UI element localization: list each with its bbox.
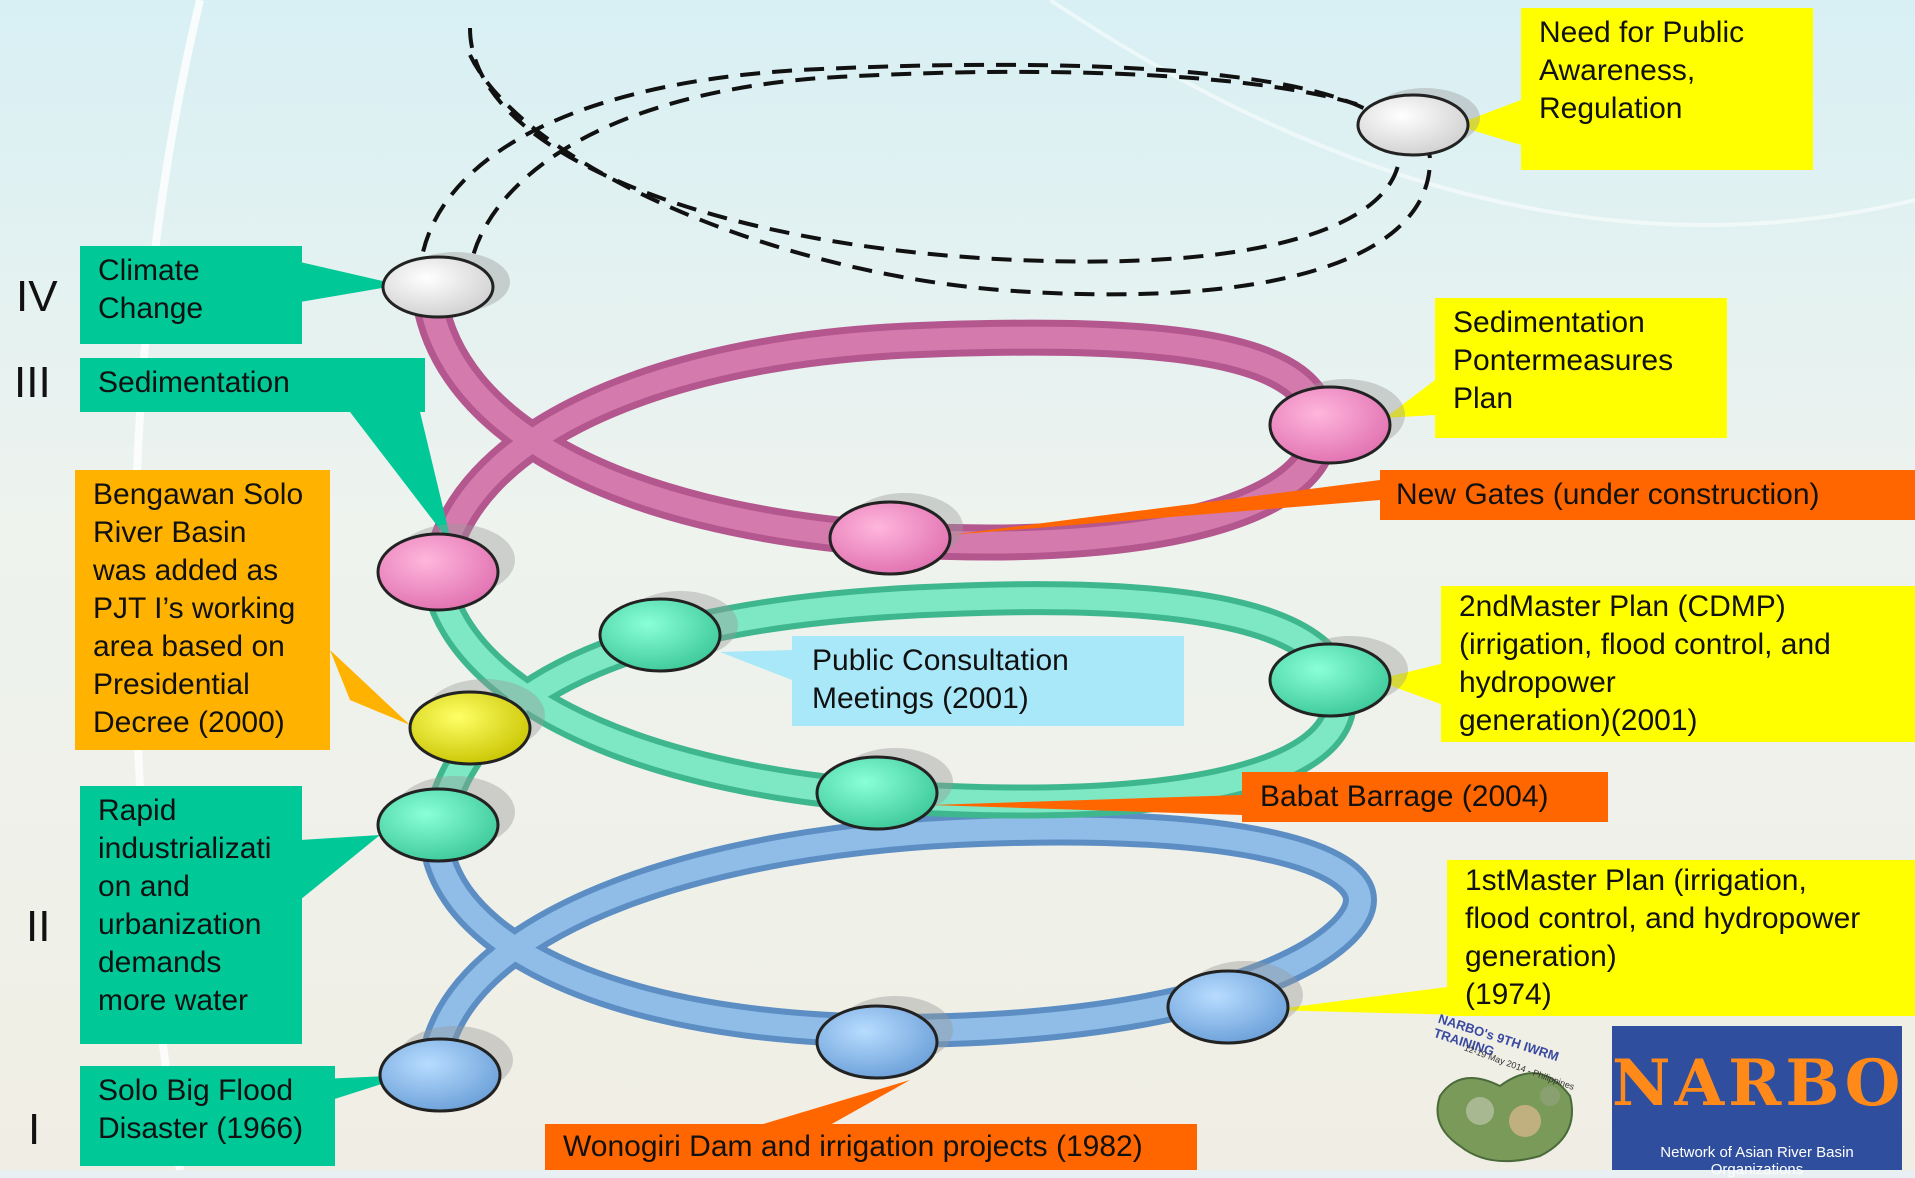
pointer-babat <box>930 795 1242 815</box>
node-rapid <box>376 787 500 863</box>
node-babat <box>815 755 939 831</box>
node-sed-plan <box>1268 385 1392 465</box>
pointer-rapid <box>300 835 380 900</box>
label-2nd-master-plan: 2ndMaster Plan (CDMP) (irrigation, flood… <box>1441 586 1915 742</box>
level-ii-label: II <box>26 902 51 951</box>
level-i-label: I <box>28 1105 41 1154</box>
pointer-public-consult <box>720 650 792 680</box>
training-badge-logo: NARBO's 9TH IWRM TRAINING 12-19 May 2014… <box>1420 1011 1610 1170</box>
label-1st-master-plan: 1stMaster Plan (irrigation, flood contro… <box>1447 860 1915 1016</box>
node-bengawan <box>408 690 532 766</box>
level-iii-label: III <box>14 358 51 407</box>
pointer-sed-plan <box>1385 380 1435 418</box>
pointer-bengawan <box>330 650 410 725</box>
pointer-climate <box>300 262 400 302</box>
label-rapid-industrialization: Rapid industrializati on and urbanizatio… <box>80 786 302 1044</box>
ring-blue <box>423 811 1378 1057</box>
pointer-wonogiri <box>760 1080 910 1125</box>
pointer-new-gates <box>950 480 1380 535</box>
label-sedimentation: Sedimentation <box>80 358 425 412</box>
label-wonogiri-dam: Wonogiri Dam and irrigation projects (19… <box>545 1124 1197 1170</box>
narbo-logo: NARBO Network of Asian River Basin Organ… <box>1612 1026 1905 1178</box>
node-2nd-plan <box>1268 642 1392 718</box>
label-solo-big-flood: Solo Big Flood Disaster (1966) <box>80 1066 335 1166</box>
level-iv-label: IV <box>16 272 58 321</box>
nodes <box>376 88 1480 1113</box>
node-wonogiri <box>815 1004 939 1080</box>
label-new-gates: New Gates (under construction) <box>1380 470 1915 520</box>
narbo-logo-subtitle: Network of Asian River Basin Organizatio… <box>1660 1144 1854 1178</box>
node-solo-flood <box>378 1037 502 1113</box>
label-climate-change: Climate Change <box>80 246 302 344</box>
label-public-consultation: Public Consultation Meetings (2001) <box>792 636 1184 726</box>
pointer-2nd-plan <box>1375 660 1457 710</box>
narbo-logo-word: NARBO <box>1612 1046 1905 1121</box>
node-1st-plan <box>1166 969 1290 1045</box>
node-climate <box>381 255 495 319</box>
node-public-consult <box>598 597 722 673</box>
label-public-awareness: Need for Public Awareness, Regulation <box>1521 8 1813 170</box>
pointer-sedimentation <box>350 412 452 545</box>
pointer-awareness <box>1455 100 1521 145</box>
node-awareness <box>1356 93 1470 157</box>
label-babat-barrage: Babat Barrage (2004) <box>1242 772 1608 822</box>
label-bengawan-solo: Bengawan Solo River Basin was added as P… <box>75 470 330 750</box>
pointer-1st-plan <box>1270 985 1463 1015</box>
node-new-gates <box>828 500 952 576</box>
node-sedimentation <box>376 532 500 612</box>
label-sedimentation-plan: Sedimentation Pontermeasures Plan <box>1435 298 1727 438</box>
